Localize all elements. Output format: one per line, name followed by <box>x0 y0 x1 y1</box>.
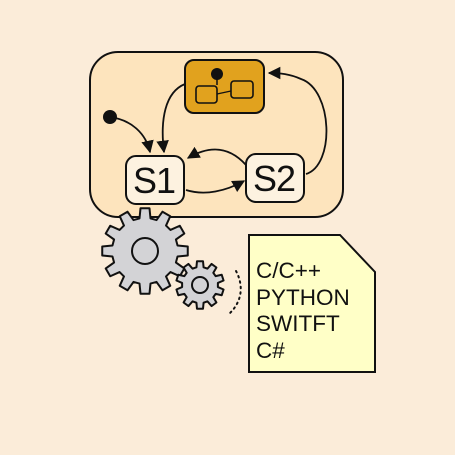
transition-s1-to-s2 <box>185 180 246 194</box>
composite-state <box>184 59 265 114</box>
code-document <box>248 234 376 373</box>
transition-initial-to-s1 <box>109 116 154 154</box>
transition-s2-to-s1 <box>186 146 247 166</box>
transition-s2-to-composite <box>267 66 328 175</box>
language-line: SWITFT <box>256 311 340 336</box>
state-s1-label: S1 <box>133 160 176 201</box>
state-s2-label: S2 <box>253 158 296 199</box>
gears-icon <box>101 207 225 310</box>
gear-hole <box>191 276 209 294</box>
gear-hole <box>131 237 159 265</box>
small-gear <box>175 260 225 310</box>
large-gear <box>101 207 189 295</box>
transition-composite-to-s1 <box>156 83 186 154</box>
language-line: C/C++ <box>256 258 322 283</box>
state-s2-box <box>245 153 305 203</box>
dotted-connector-arc <box>228 270 242 315</box>
code-document-text: C/C++ PYTHON SWITFT C# <box>256 258 350 364</box>
state-s1-box <box>125 155 185 205</box>
nested-state-diagram-icon <box>195 68 254 104</box>
language-line: C# <box>256 337 285 363</box>
language-line: PYTHON <box>256 284 350 310</box>
